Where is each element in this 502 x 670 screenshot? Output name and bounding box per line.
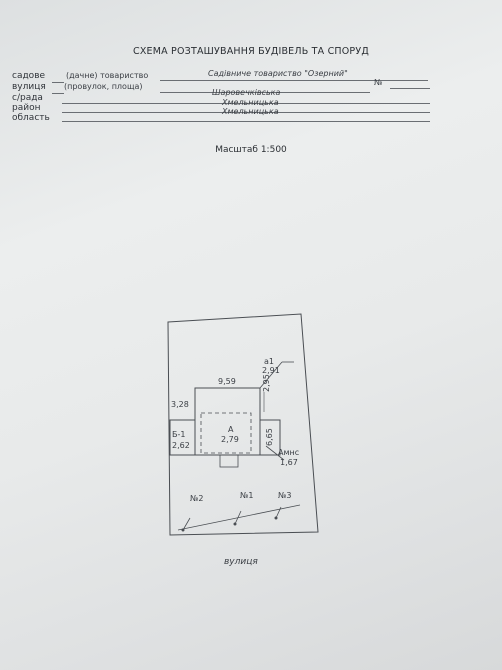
field-label: область — [12, 113, 50, 123]
field-label: район — [12, 103, 41, 113]
building-a — [194, 387, 261, 456]
scale-label: Масштаб 1:500 — [215, 145, 287, 155]
dim-right-upper: 2,95 — [262, 374, 271, 392]
point-marker — [233, 522, 237, 526]
label-main-value: 2,79 — [221, 435, 239, 444]
annex-b1 — [169, 419, 196, 456]
plot-boundary — [167, 313, 319, 536]
field-value: Хмельницька — [222, 107, 279, 116]
point-label-3: №3 — [278, 491, 292, 500]
building-a-inner — [200, 412, 252, 454]
porch — [219, 454, 239, 468]
dim-top: 9,59 — [218, 377, 236, 386]
street-label: вулиця — [224, 557, 258, 567]
field-label: вулиця — [12, 82, 46, 92]
field-value: Шаровечківська — [212, 88, 281, 97]
label-amns-value: 1,67 — [280, 458, 298, 467]
field-value: Хмельницька — [222, 98, 279, 107]
annex-amns — [259, 419, 281, 456]
label-b1-name: Б-1 — [172, 430, 186, 439]
point-label-1: №1 — [240, 491, 254, 500]
dim-left: 3,28 — [171, 400, 189, 409]
number-label: № — [374, 78, 383, 87]
dim-right-lower: 6,65 — [265, 428, 274, 446]
point-marker — [274, 516, 278, 520]
point-label-2: №2 — [190, 494, 204, 503]
field-hint: (провулок, площа) — [64, 82, 143, 91]
point-marker — [181, 528, 185, 532]
label-b1-value: 2,62 — [172, 441, 190, 450]
field-hint: (дачне) товариство — [66, 71, 149, 80]
label-amns-name: Амнс — [278, 448, 300, 457]
label-main-name: А — [228, 425, 234, 434]
field-label: с/рада — [12, 93, 43, 103]
page-title: СХЕМА РОЗТАШУВАННЯ БУДІВЕЛЬ ТА СПОРУД — [133, 46, 369, 57]
label-a1-name: а1 — [264, 357, 274, 366]
field-value: Садівниче товариство "Озерний" — [208, 69, 348, 78]
field-label: садове — [12, 71, 46, 81]
label-a1-value: 2,91 — [262, 366, 280, 375]
